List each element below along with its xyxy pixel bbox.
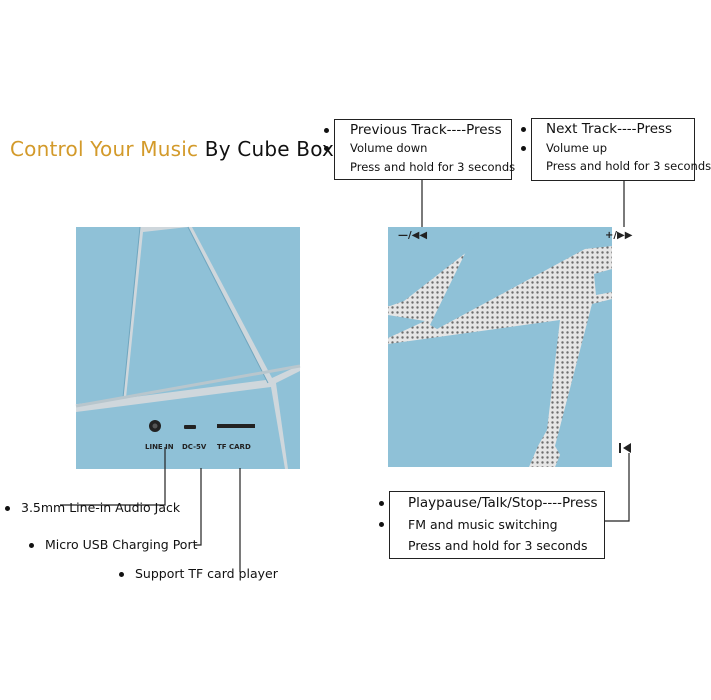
left-cube-panel-left — [76, 227, 140, 404]
port-label-line-in: LINE IN — [145, 443, 174, 451]
right-cube-panel-left-bottom — [388, 320, 560, 467]
callout-next-line1: Next Track----Press — [521, 121, 694, 138]
left-leader-lines — [60, 447, 241, 572]
right-cube-panel-right-bottom — [555, 299, 612, 467]
right-leader-lines — [421, 178, 630, 522]
label-line-in-text: 3.5mm Line-in Audio Jack — [21, 500, 181, 515]
page-title: Control Your Music By Cube Box — [10, 137, 334, 161]
right-cube-panel-left-mid — [388, 315, 425, 338]
label-micro-usb: Micro USB Charging Port — [29, 537, 198, 552]
title-accent: Control Your Music — [10, 137, 199, 161]
label-tf-card: Support TF card player — [119, 566, 278, 581]
label-line-in: 3.5mm Line-in Audio Jack — [5, 500, 181, 515]
micro-usb-port[interactable] — [184, 425, 196, 429]
left-cube-panel-bottom — [76, 387, 285, 469]
right-cube-panel-top — [430, 227, 612, 329]
callout-next-line3: Press and hold for 3 seconds — [546, 159, 711, 173]
callout-play-line1: Playpause/Talk/Stop----Press — [379, 495, 604, 512]
port-label-tf: TF CARD — [217, 443, 251, 451]
callout-play-pause: Playpause/Talk/Stop----Press FM and musi… — [379, 491, 605, 559]
tf-card-slot[interactable] — [217, 424, 255, 428]
label-micro-usb-text: Micro USB Charging Port — [45, 537, 198, 552]
prev-track-icon[interactable]: —/◀◀ — [398, 230, 427, 241]
bullet-icon — [29, 543, 34, 548]
callout-previous-line2: Volume down — [324, 140, 511, 157]
port-label-dc: DC-5V — [182, 443, 207, 451]
left-cube-panel-triangle — [126, 227, 266, 398]
callout-play-line3: Press and hold for 3 seconds — [408, 538, 588, 553]
callout-next-track: Next Track----Press Volume up Press and … — [521, 118, 711, 181]
title-rest: By Cube Box — [204, 137, 335, 161]
bullet-icon — [119, 572, 124, 577]
right-cube-panel-right-upper — [594, 269, 612, 295]
label-tf-card-text: Support TF card player — [135, 566, 278, 581]
callout-previous-line1: Previous Track----Press — [324, 122, 511, 139]
callout-next-line2: Volume up — [521, 140, 694, 157]
callout-play-line2: FM and music switching — [379, 516, 604, 533]
left-cube-panel-right — [192, 227, 300, 378]
bullet-icon — [5, 506, 10, 511]
play-pause-icon[interactable] — [619, 443, 631, 453]
left-cube: LINE IN DC-5V TF CARD — [75, 226, 301, 469]
callout-previous-track: Previous Track----Press Volume down Pres… — [324, 119, 516, 180]
left-cube-panel-right-lower — [276, 371, 300, 469]
callout-previous-line3: Press and hold for 3 seconds — [350, 160, 516, 174]
right-cube: —/◀◀ +/▶▶ — [388, 227, 633, 467]
right-cube-panel-tiny — [555, 450, 590, 467]
next-track-icon[interactable]: +/▶▶ — [605, 230, 633, 241]
